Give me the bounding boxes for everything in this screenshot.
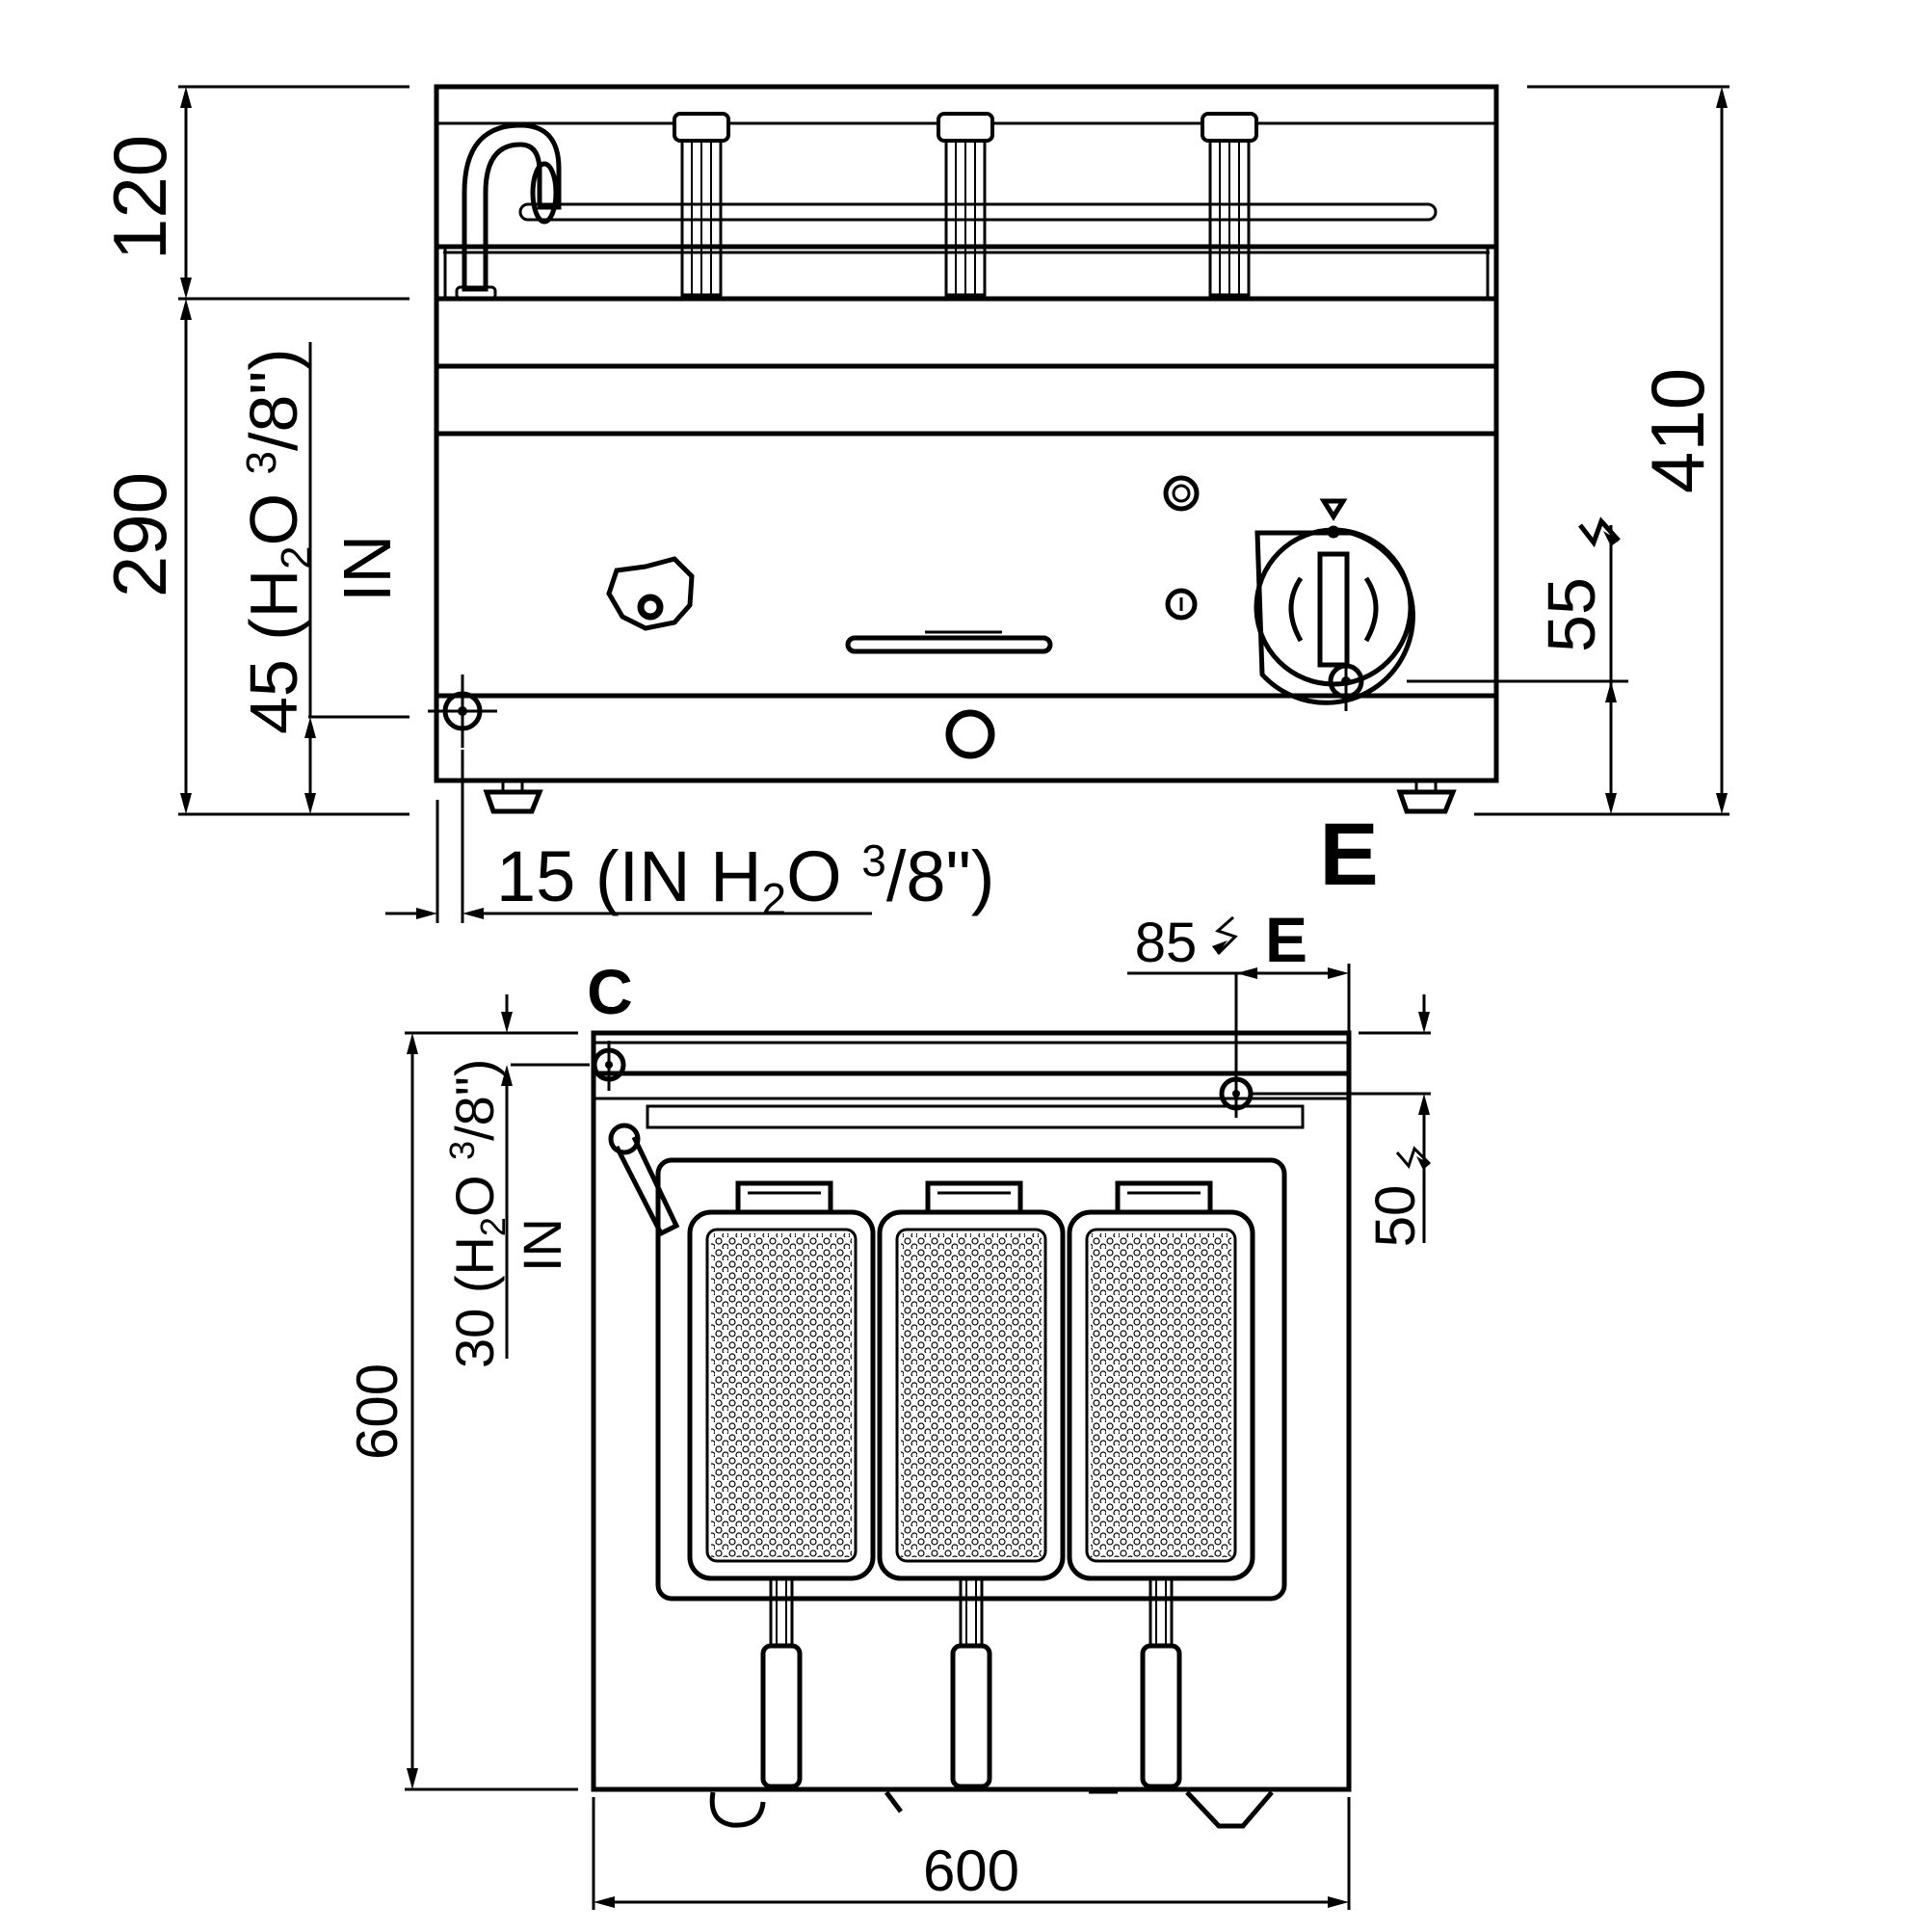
lightning-bolt-icon — [1212, 915, 1238, 956]
label-e-top: E — [1265, 904, 1307, 975]
label-c: C — [587, 956, 633, 1027]
feet-front — [483, 779, 1457, 814]
basket-3 — [1067, 1180, 1255, 1789]
dim-50-label: 50 — [1364, 1185, 1427, 1248]
front-view: 120 290 410 45 (H2O 3/8") IN 15 (IN H2O … — [97, 84, 1729, 924]
fryer-body-top — [591, 1030, 1352, 1792]
thermostat-knob — [1254, 498, 1415, 705]
dim-290-label: 290 — [97, 472, 182, 597]
indicator-light-top — [1163, 475, 1200, 512]
electric-connection-marker-front — [1328, 651, 1364, 711]
dim-120-label: 120 — [97, 135, 182, 260]
dimensions-front — [178, 85, 1729, 923]
basket-1 — [687, 1180, 876, 1789]
water-valve-knob — [606, 556, 695, 631]
drain-plug — [945, 709, 995, 759]
dimensions-top — [405, 964, 1431, 1910]
top-view: C 85 E 50 600 600 30 (H2O 3/8") IN — [345, 904, 1432, 1910]
indicator-light-bottom — [1165, 588, 1198, 621]
dim-30-in-label: IN — [512, 1218, 572, 1272]
lightning-bolt-icon — [1578, 516, 1621, 548]
dim-55-electric-label: 55 — [1534, 577, 1609, 652]
water-tap — [455, 122, 562, 301]
water-tap-top — [608, 1123, 680, 1237]
dim-45-water-label: 45 (H2O 3/8") — [236, 348, 320, 734]
electric-connection-label-front: E — [1319, 806, 1378, 904]
dim-410-label: 410 — [1635, 368, 1720, 493]
dim-600-width-label: 600 — [923, 1839, 1019, 1903]
dim-15-water-label: 15 (IN H2O 3/8") — [496, 835, 994, 924]
basket-2 — [877, 1180, 1066, 1789]
dim-45-in-label: IN — [330, 535, 405, 602]
drain-handle — [845, 630, 1053, 654]
water-inlet-marker-front — [428, 675, 497, 748]
electric-connection-marker-top — [1219, 973, 1254, 1118]
water-inlet-marker-top — [592, 1041, 626, 1091]
dim-85-label: 85 — [1135, 912, 1198, 974]
lightning-bolt-icon — [1395, 1146, 1432, 1170]
basket-handles-front — [673, 112, 1258, 297]
dim-600-depth-label: 600 — [345, 1363, 409, 1460]
dim-30-water-label: 30 (H2O 3/8") — [442, 1059, 513, 1368]
